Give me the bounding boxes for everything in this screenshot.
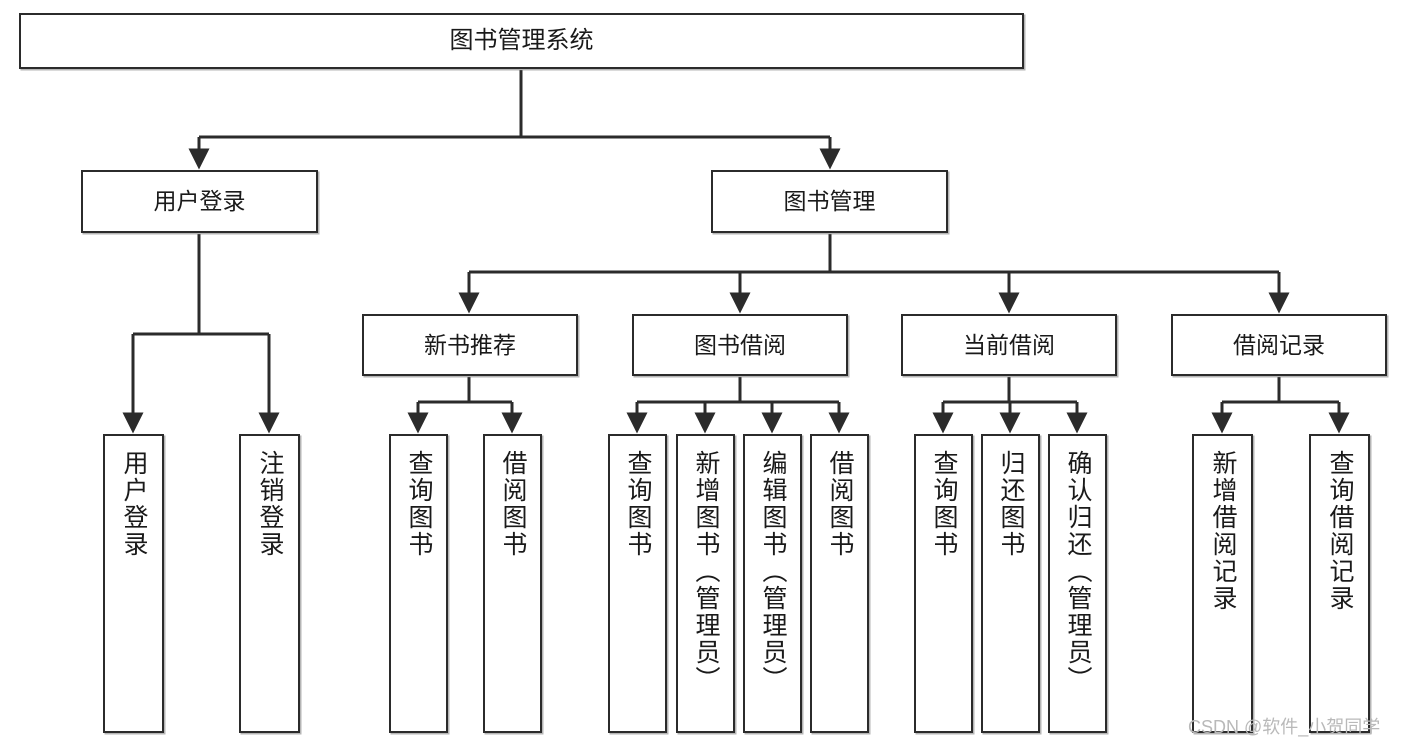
- node-label: 确认归还（管理员）: [1064, 450, 1092, 693]
- node-label: 查询图书: [930, 450, 958, 558]
- node-leaf-logout[interactable]: 注销登录: [239, 434, 300, 733]
- node-book-borrow[interactable]: 图书借阅: [632, 314, 848, 376]
- node-leaf-edit-book[interactable]: 编辑图书（管理员）: [743, 434, 802, 733]
- node-leaf-query-book-1[interactable]: 查询图书: [389, 434, 448, 733]
- node-label: 借阅图书: [499, 450, 527, 558]
- node-label: 当前借阅: [963, 331, 1055, 358]
- node-new-book-recommend[interactable]: 新书推荐: [362, 314, 578, 376]
- node-label: 新书推荐: [424, 331, 516, 358]
- node-leaf-return-book[interactable]: 归还图书: [981, 434, 1040, 733]
- node-root-book-management-system[interactable]: 图书管理系统: [19, 13, 1024, 69]
- node-label: 用户登录: [153, 188, 246, 215]
- node-label: 查询借阅记录: [1326, 450, 1354, 612]
- node-leaf-borrow-book-1[interactable]: 借阅图书: [483, 434, 542, 733]
- node-leaf-query-book-3[interactable]: 查询图书: [914, 434, 973, 733]
- node-label: 新增借阅记录: [1209, 450, 1237, 612]
- node-label: 用户登录: [120, 450, 148, 558]
- node-borrow-record[interactable]: 借阅记录: [1171, 314, 1387, 376]
- node-label: 借阅图书: [826, 450, 854, 558]
- node-leaf-add-book[interactable]: 新增图书（管理员）: [676, 434, 735, 733]
- node-label: 查询图书: [624, 450, 652, 558]
- node-book-management[interactable]: 图书管理: [711, 170, 948, 233]
- node-leaf-query-book-2[interactable]: 查询图书: [608, 434, 667, 733]
- node-label: 新增图书（管理员）: [692, 450, 720, 693]
- node-leaf-user-login[interactable]: 用户登录: [103, 434, 164, 733]
- node-leaf-query-borrow-record[interactable]: 查询借阅记录: [1309, 434, 1370, 733]
- node-label: 归还图书: [997, 450, 1025, 558]
- node-label: 查询图书: [405, 450, 433, 558]
- csdn-watermark: CSDN @软件_小贺同学: [1188, 717, 1381, 737]
- node-label: 图书管理: [783, 188, 876, 215]
- node-leaf-add-borrow-record[interactable]: 新增借阅记录: [1192, 434, 1253, 733]
- node-leaf-confirm-return[interactable]: 确认归还（管理员）: [1048, 434, 1107, 733]
- node-label: 注销登录: [256, 450, 284, 558]
- node-label: 借阅记录: [1233, 331, 1325, 358]
- node-current-borrow[interactable]: 当前借阅: [901, 314, 1117, 376]
- node-label: 图书管理系统: [449, 27, 594, 55]
- node-label: 图书借阅: [694, 331, 786, 358]
- node-user-login[interactable]: 用户登录: [81, 170, 318, 233]
- node-label: 编辑图书（管理员）: [759, 450, 787, 693]
- node-leaf-borrow-book-2[interactable]: 借阅图书: [810, 434, 869, 733]
